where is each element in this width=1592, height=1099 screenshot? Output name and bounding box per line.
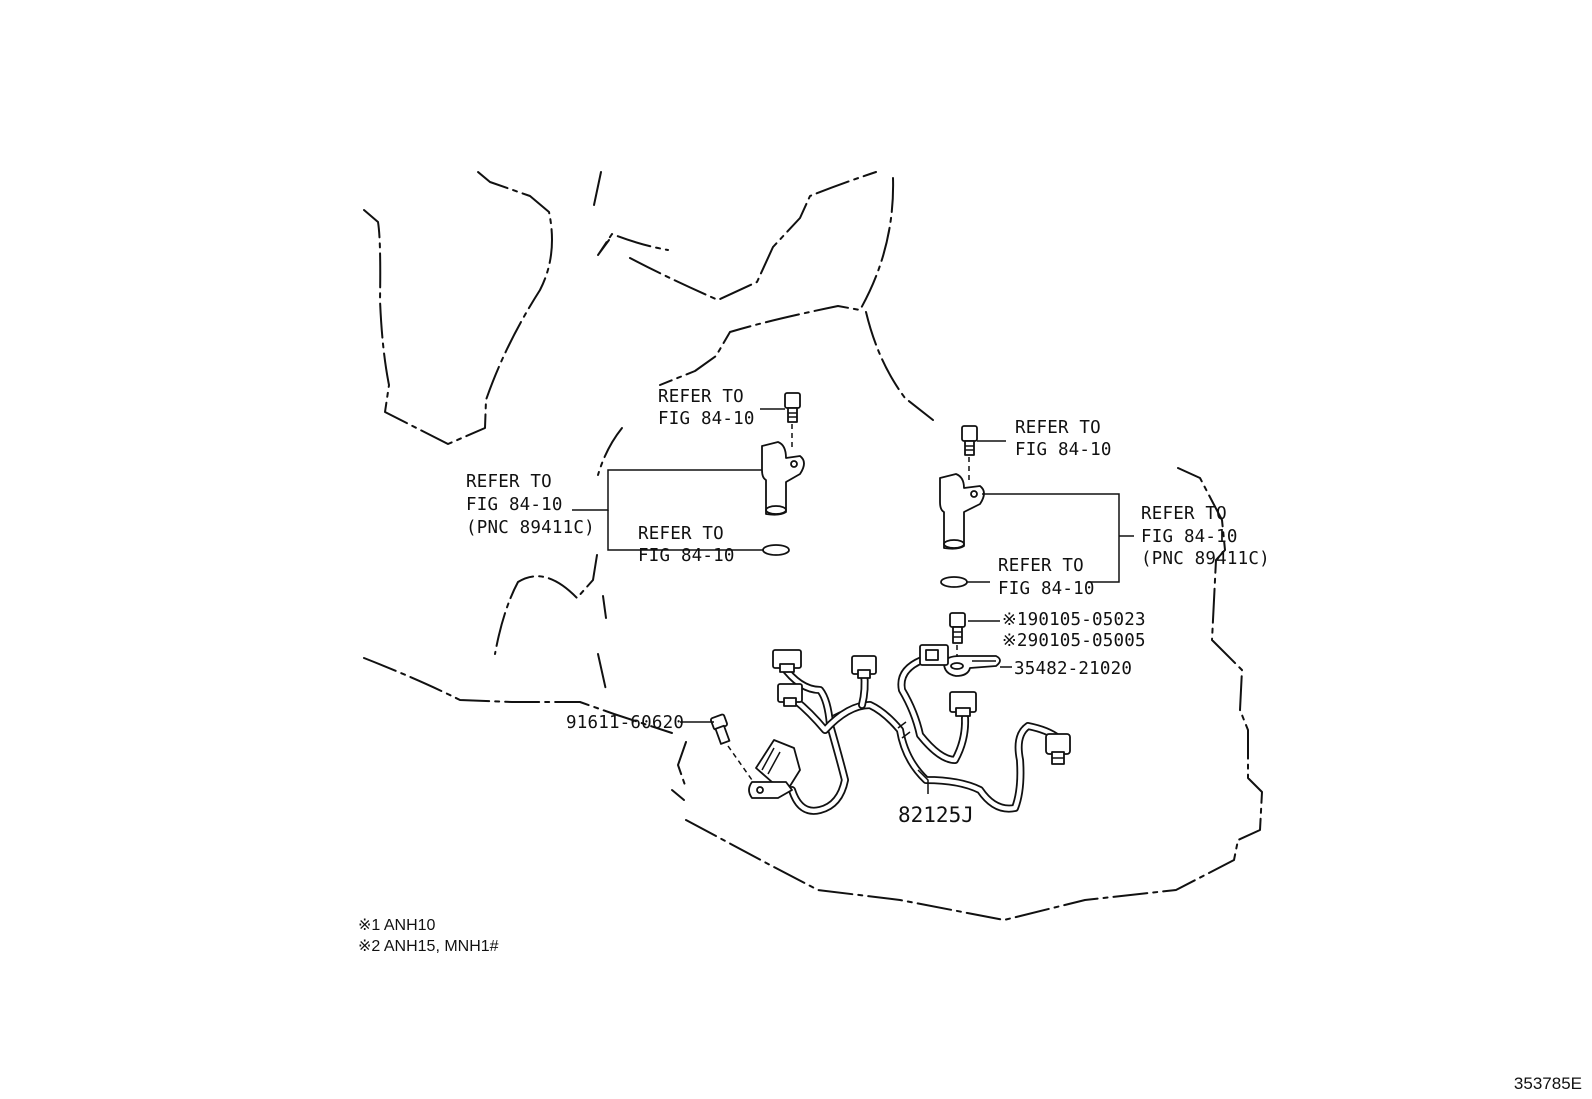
- footnote-2: ※2 ANH15, MNH1#: [358, 938, 499, 955]
- svg-text:FIG 84-10: FIG 84-10: [1015, 440, 1112, 460]
- refer-label-left-bracket: REFER TO FIG 84-10 (PNC 89411C): [466, 472, 595, 538]
- bolt-icon: [961, 425, 978, 456]
- connector-icon: [748, 739, 801, 799]
- footnote-1: ※1 ANH10: [358, 917, 436, 934]
- connector-icon: [1045, 733, 1071, 765]
- refer-label-right-bracket: REFER TO FIG 84-10 (PNC 89411C): [1141, 504, 1270, 569]
- harness-leader: [917, 769, 929, 794]
- connector-icon: [919, 644, 949, 666]
- svg-text:REFER TO: REFER TO: [998, 556, 1084, 576]
- clamp-icon: [943, 655, 1001, 677]
- part-number-bolt-anh15: ※290105-05005: [1002, 631, 1146, 651]
- svg-text:REFER TO: REFER TO: [658, 387, 744, 407]
- connector-icon: [777, 683, 803, 707]
- refer-label-top-left: REFER TO FIG 84-10: [658, 387, 755, 429]
- engine-outline: [363, 171, 1263, 921]
- svg-text:REFER TO: REFER TO: [638, 524, 724, 544]
- sensor-icon: [939, 473, 985, 550]
- svg-text:FIG 84-10: FIG 84-10: [998, 579, 1095, 599]
- svg-text:(PNC 89411C): (PNC 89411C): [466, 518, 595, 538]
- refer-label-right-oring: REFER TO FIG 84-10: [998, 556, 1095, 599]
- wire-harness-icon: [748, 644, 1071, 815]
- right-sensor-group: [939, 425, 1134, 588]
- stud-bolt-group: [680, 713, 753, 781]
- svg-text:FIG 84-10: FIG 84-10: [658, 409, 755, 429]
- svg-text:FIG 84-10: FIG 84-10: [466, 495, 563, 515]
- left-sensor-group: [572, 392, 805, 556]
- o-ring-icon: [940, 576, 968, 588]
- o-ring-icon: [762, 544, 790, 556]
- part-number-bolt-anh10: ※190105-05023: [1002, 610, 1146, 630]
- svg-text:REFER TO: REFER TO: [466, 472, 552, 492]
- refer-label-top-right: REFER TO FIG 84-10: [1015, 418, 1112, 460]
- connector-icon: [772, 649, 802, 673]
- part-number-wire-harness: 82125J: [898, 803, 974, 827]
- part-number-stud-bolt: 91611-60620: [566, 713, 684, 733]
- svg-text:REFER TO: REFER TO: [1141, 504, 1227, 524]
- svg-text:REFER TO: REFER TO: [1015, 418, 1101, 438]
- clamp-assembly: [943, 612, 1012, 677]
- refer-label-left-oring: REFER TO FIG 84-10: [638, 524, 735, 566]
- connector-icon: [851, 655, 877, 679]
- part-number-clamp: 35482-21020: [1014, 659, 1132, 679]
- svg-text:(PNC 89411C): (PNC 89411C): [1141, 549, 1270, 569]
- connector-icon: [949, 691, 977, 717]
- bolt-icon: [949, 612, 966, 644]
- bolt-icon: [710, 713, 731, 745]
- svg-text:FIG 84-10: FIG 84-10: [1141, 527, 1238, 547]
- figure-id: 353785E: [1514, 1074, 1582, 1093]
- svg-text:FIG 84-10: FIG 84-10: [638, 546, 735, 566]
- bolt-icon: [784, 392, 801, 423]
- sensor-icon: [761, 441, 805, 516]
